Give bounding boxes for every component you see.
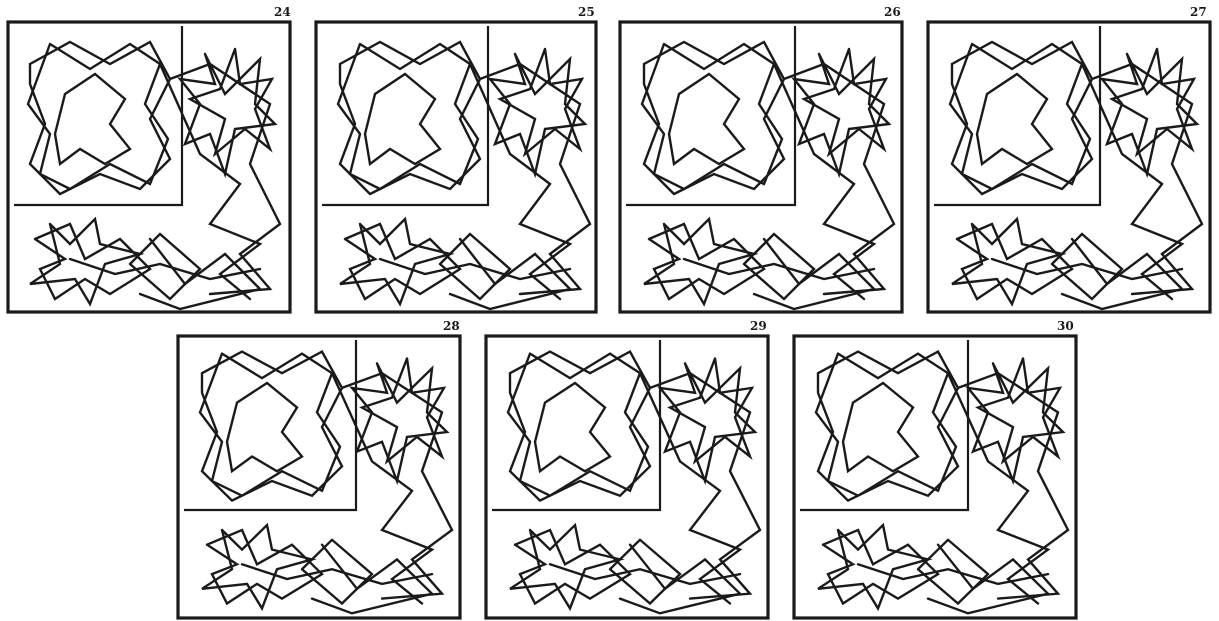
knot-drawing xyxy=(816,352,1068,614)
knot-drawing xyxy=(28,42,280,309)
panel-25: 25 xyxy=(316,5,596,312)
panel-24: 24 xyxy=(8,5,291,312)
panel-frame xyxy=(316,22,596,312)
panel-number: 26 xyxy=(884,5,901,19)
knot-drawing xyxy=(642,42,894,309)
panel-28: 28 xyxy=(178,319,460,618)
knot-drawing xyxy=(200,352,452,614)
panel-number: 24 xyxy=(274,5,291,19)
knot-drawing xyxy=(950,42,1202,309)
panel-frame xyxy=(620,22,902,312)
panel-29: 29 xyxy=(486,319,768,618)
panel-number: 27 xyxy=(1190,5,1207,19)
panel-26: 26 xyxy=(620,5,902,312)
panel-number: 28 xyxy=(443,319,460,333)
panel-number: 30 xyxy=(1057,319,1074,333)
panel-frame xyxy=(928,22,1210,312)
knot-drawing xyxy=(338,42,590,309)
knot-drawing xyxy=(508,352,760,614)
panel-number: 29 xyxy=(750,319,767,333)
panel-30: 30 xyxy=(794,319,1076,618)
panel-27: 27 xyxy=(928,5,1210,312)
panel-number: 25 xyxy=(578,5,595,19)
